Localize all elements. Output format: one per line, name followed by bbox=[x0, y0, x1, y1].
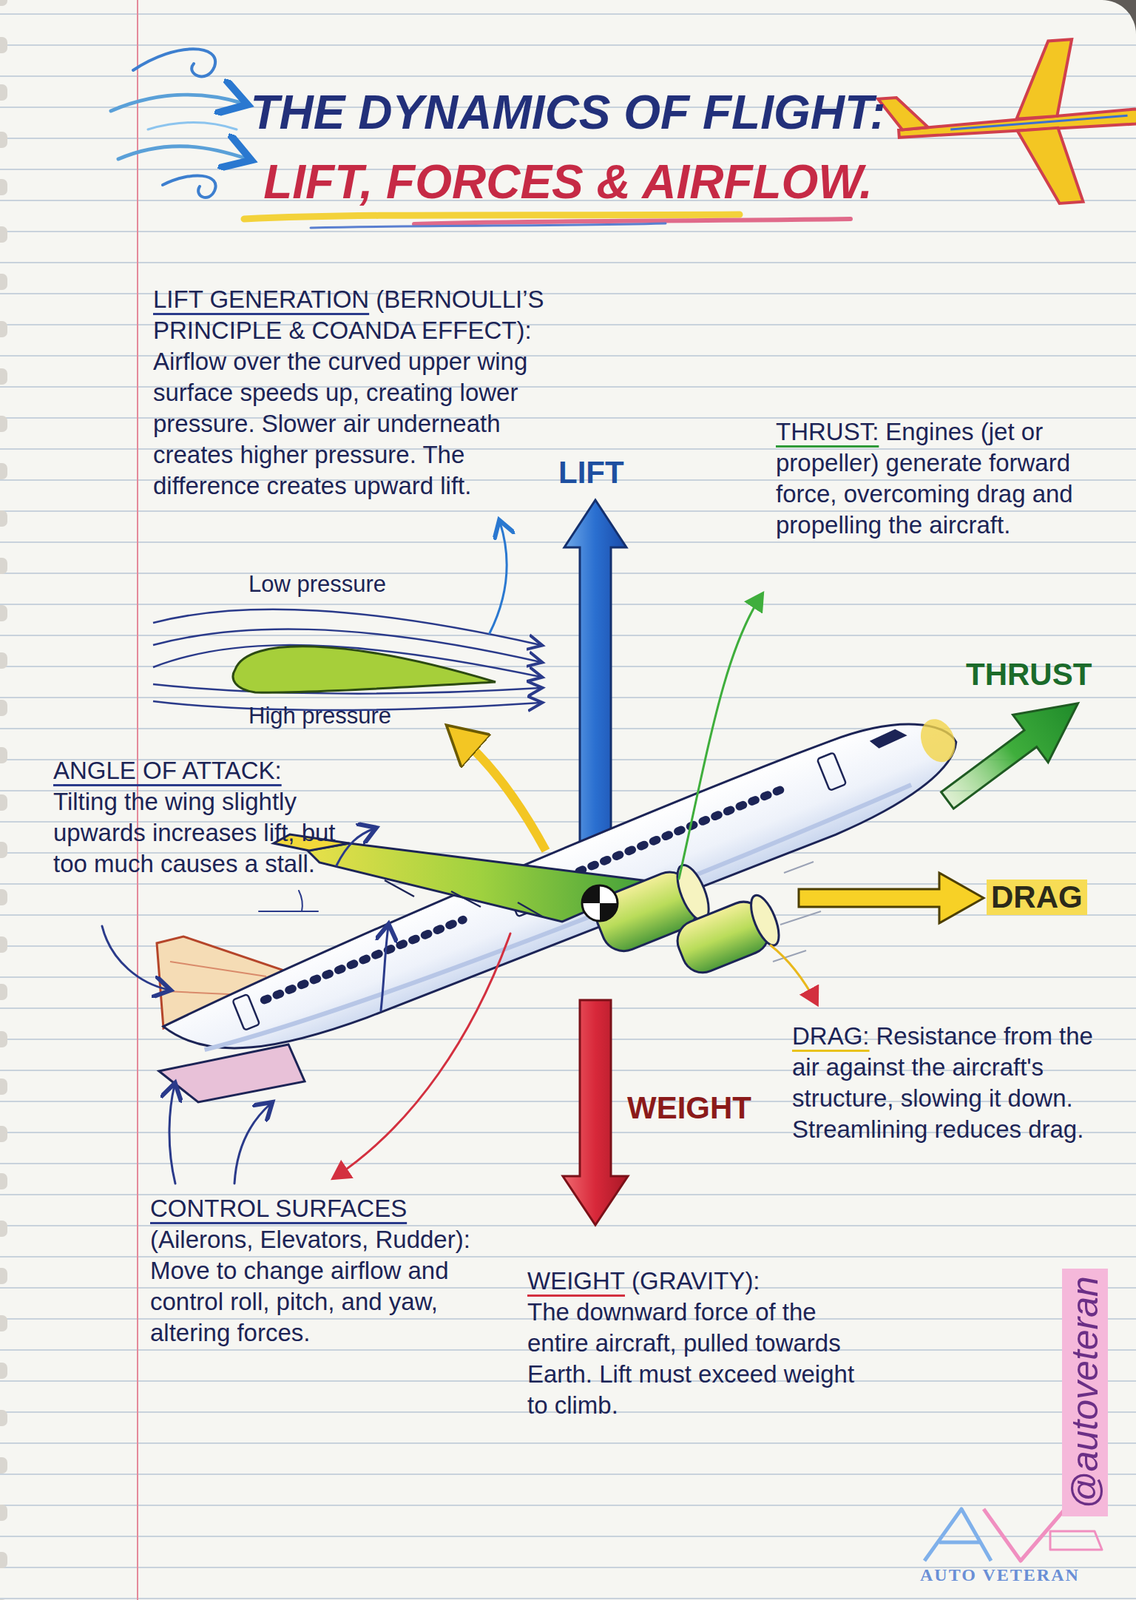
speed-lines bbox=[772, 861, 821, 962]
watermark-handle: @autoveteran bbox=[1062, 1268, 1108, 1517]
window-row bbox=[264, 919, 463, 1000]
airfoil bbox=[232, 646, 496, 693]
logo-car bbox=[1050, 1530, 1102, 1550]
force-label: DRAG bbox=[986, 879, 1088, 915]
engine bbox=[671, 891, 785, 980]
speed-line bbox=[780, 911, 821, 925]
force-label: WEIGHT bbox=[627, 1090, 752, 1126]
title-text: THE DYNAMICS OF FLIGHT: LIFT, FORCES & A… bbox=[220, 77, 916, 217]
door bbox=[232, 994, 260, 1031]
wind-swirl bbox=[162, 176, 216, 198]
note-heading: CONTROL SURFACES bbox=[150, 1194, 407, 1222]
note-heading: THRUST: bbox=[775, 417, 879, 446]
icon-wing bbox=[1017, 126, 1084, 206]
drag-note: DRAG:Resistance from the air against the… bbox=[792, 1020, 1125, 1145]
force-text: THRUST bbox=[965, 656, 1092, 692]
pressure-label: High pressure bbox=[248, 702, 392, 730]
watermark-text: @autoveteran bbox=[1064, 1275, 1106, 1509]
center-of-gravity bbox=[582, 885, 618, 921]
note-body: Move to change airflow and control roll,… bbox=[150, 1255, 498, 1349]
force-text: DRAG bbox=[991, 879, 1083, 915]
angle-baseline bbox=[258, 910, 319, 912]
wing bbox=[307, 843, 655, 922]
note-heading: LIFT GENERATION bbox=[153, 285, 370, 313]
icon-fuselage bbox=[898, 107, 1136, 141]
logo-a bbox=[924, 1508, 992, 1561]
cg-quarter bbox=[599, 903, 618, 921]
drag-arrow bbox=[798, 872, 984, 923]
weight-note: WEIGHT(GRAVITY):The downward force of th… bbox=[527, 1265, 868, 1421]
note-heading: ANGLE OF ATTACK: bbox=[53, 756, 282, 784]
leader-arrow bbox=[489, 522, 507, 634]
wind-swirl bbox=[133, 48, 216, 77]
door bbox=[817, 752, 847, 791]
underline-stroke bbox=[310, 223, 666, 228]
icon-stripe bbox=[950, 115, 1128, 130]
force-text: WEIGHT bbox=[627, 1090, 752, 1125]
force-label: THRUST bbox=[965, 656, 1092, 693]
note-heading: DRAG: bbox=[792, 1022, 870, 1050]
leader-arrow bbox=[678, 594, 762, 879]
streamline bbox=[153, 609, 541, 645]
pressure-text: Low pressure bbox=[248, 570, 387, 597]
icon-wing bbox=[1011, 39, 1077, 119]
diagram-title: THE DYNAMICS OF FLIGHT: LIFT, FORCES & A… bbox=[220, 77, 916, 217]
pressure-text: High pressure bbox=[248, 702, 392, 729]
cockpit-window bbox=[869, 725, 908, 751]
speed-line bbox=[783, 861, 814, 873]
belly-shade bbox=[204, 766, 913, 1071]
leader-arrow bbox=[169, 1084, 176, 1184]
leader-arrow bbox=[334, 933, 511, 1178]
nose-cone bbox=[914, 713, 962, 767]
force-text: LIFT bbox=[558, 454, 625, 490]
note-subheading: (Ailerons, Elevators, Rudder): bbox=[150, 1224, 498, 1256]
yellow-arrow bbox=[462, 739, 546, 851]
force-label: LIFT bbox=[558, 454, 625, 491]
engine-intake bbox=[745, 891, 785, 949]
binding-holes bbox=[0, 0, 18, 1600]
note-heading: WEIGHT bbox=[527, 1266, 625, 1295]
fuselage bbox=[157, 695, 972, 1095]
thrust-note: THRUST:Engines (jet or propeller) genera… bbox=[775, 416, 1087, 541]
pressure-label: Low pressure bbox=[248, 570, 387, 598]
cg-quarter bbox=[582, 885, 600, 904]
fuselage-group bbox=[157, 695, 972, 1095]
watermark-logo: AUTO VETERAN bbox=[920, 1564, 1080, 1585]
control-note: CONTROL SURFACES(Ailerons, Elevators, Ru… bbox=[150, 1192, 498, 1349]
leader-arrow bbox=[336, 828, 375, 866]
lift-note: LIFT GENERATION(BERNOULLI’S PRINCIPLE & … bbox=[153, 284, 568, 502]
horizontal-stabilizer bbox=[159, 1044, 305, 1102]
note-body: Tilting the wing slightly upwards increa… bbox=[53, 786, 342, 880]
leader-arrow bbox=[102, 925, 169, 990]
logo-v bbox=[983, 1508, 1065, 1561]
lift-arrow bbox=[564, 499, 627, 851]
window-row bbox=[579, 787, 785, 871]
angle-note: ANGLE OF ATTACK:Tilting the wing slightl… bbox=[53, 755, 342, 880]
logo-mark bbox=[924, 1508, 1102, 1561]
flap-lines bbox=[384, 880, 544, 918]
leader-arrow bbox=[234, 1103, 271, 1184]
cg-circle bbox=[582, 885, 618, 921]
logo-text: AUTO VETERAN bbox=[920, 1564, 1080, 1585]
note-body: Airflow over the curved upper wing surfa… bbox=[153, 346, 568, 502]
weight-arrow bbox=[562, 999, 628, 1225]
airfoil-diagram bbox=[153, 609, 541, 710]
angle-arc bbox=[298, 890, 303, 912]
note-subheading: (GRAVITY): bbox=[631, 1266, 761, 1295]
leader-arrow bbox=[770, 945, 817, 1003]
leader-arrow bbox=[380, 925, 389, 1011]
note-body: The downward force of the entire aircraf… bbox=[527, 1296, 868, 1421]
